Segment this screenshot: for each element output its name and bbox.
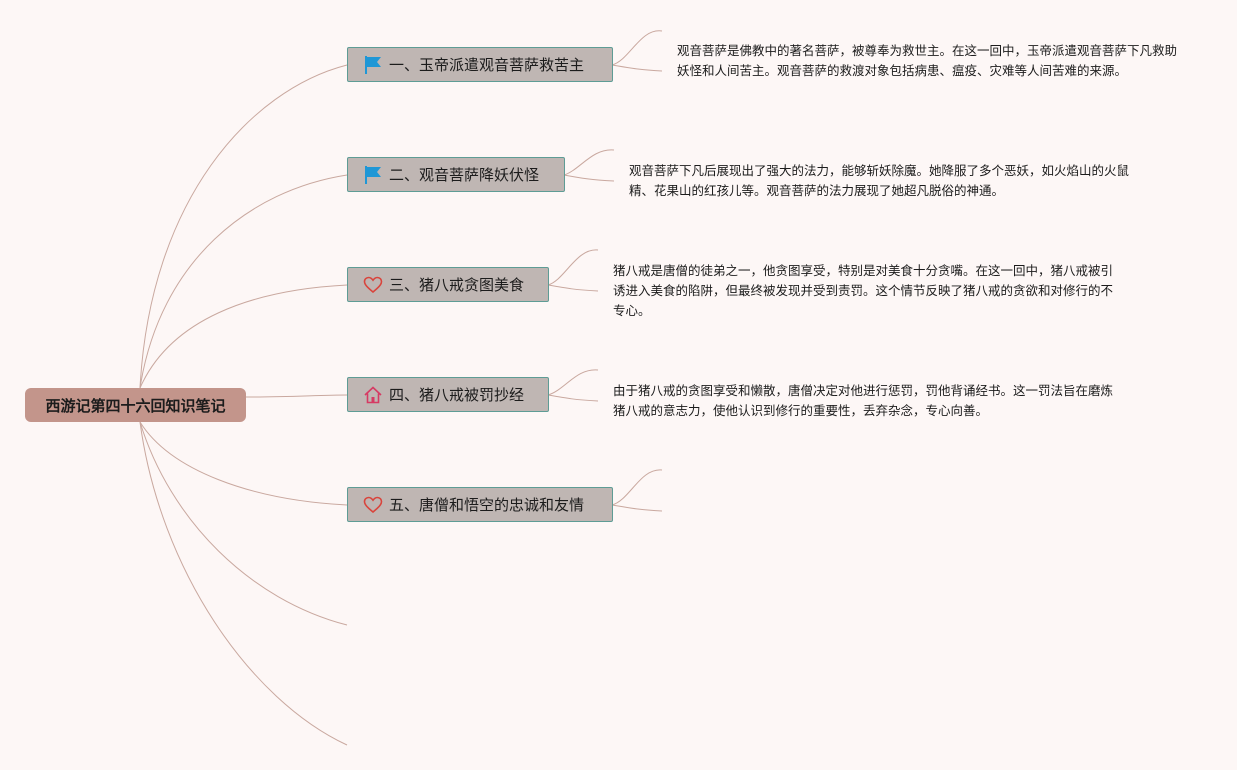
- home-icon: [363, 385, 383, 405]
- connector-root-extra-2: [139, 421, 348, 746]
- connector-tail-4a: [547, 369, 599, 396]
- connector-tail-2b: [563, 174, 615, 182]
- heart-icon: [363, 495, 383, 515]
- note-1: 观音菩萨是佛教中的著名菩萨，被尊奉为救世主。在这一回中，玉帝派遣观音菩萨下凡救助…: [677, 43, 1178, 78]
- branch-topic-2[interactable]: 二、观音菩萨降妖伏怪: [347, 157, 565, 192]
- note-2: 观音菩萨下凡后展现出了强大的法力，能够斩妖除魔。她降服了多个恶妖，如火焰山的火鼠…: [629, 163, 1130, 198]
- connector-tail-5b: [611, 504, 663, 512]
- connector-tail-2a: [563, 149, 615, 176]
- note-3: 猪八戒是唐僧的徒弟之一，他贪图享受，特别是对美食十分贪嘴。在这一回中，猪八戒被引…: [613, 263, 1114, 318]
- blue-flag-icon: [363, 165, 383, 185]
- branch-topic-5-label: 五、唐僧和悟空的忠诚和友情: [389, 496, 585, 514]
- connector-tail-5a: [611, 469, 663, 506]
- root-topic-label: 西游记第四十六回知识笔记: [45, 396, 226, 415]
- branch-topic-1[interactable]: 一、玉帝派遣观音菩萨救苦主: [347, 47, 613, 82]
- connector-tail-4b: [547, 394, 599, 402]
- heart-icon: [363, 275, 383, 295]
- branch-topic-4[interactable]: 四、猪八戒被罚抄经: [347, 377, 549, 412]
- connector-tail-3a: [547, 249, 599, 286]
- blue-flag-icon: [363, 55, 383, 75]
- connector-root-branch-5: [139, 421, 348, 506]
- root-topic[interactable]: 西游记第四十六回知识笔记: [25, 388, 246, 422]
- branch-topic-3[interactable]: 三、猪八戒贪图美食: [347, 267, 549, 302]
- branch-topic-4-label: 四、猪八戒被罚抄经: [389, 386, 525, 404]
- connector-root-branch-2: [139, 174, 348, 389]
- connector-root-branch-1: [139, 64, 348, 389]
- branch-topic-3-label: 三、猪八戒贪图美食: [389, 276, 525, 294]
- connector-root-branch-4: [245, 394, 348, 398]
- connector-root-branch-3: [139, 284, 348, 389]
- branch-topic-2-label: 二、观音菩萨降妖伏怪: [389, 166, 540, 184]
- note-4: 由于猪八戒的贪图享受和懒散，唐僧决定对他进行惩罚，罚他背诵经书。这一罚法旨在磨炼…: [613, 383, 1114, 418]
- branch-topic-5[interactable]: 五、唐僧和悟空的忠诚和友情: [347, 487, 613, 522]
- connector-tail-3b: [547, 284, 599, 292]
- connector-root-extra-1: [139, 421, 348, 626]
- branch-topic-1-label: 一、玉帝派遣观音菩萨救苦主: [389, 56, 585, 74]
- connector-tail-1b: [611, 64, 663, 72]
- connector-tail-1a: [611, 30, 663, 66]
